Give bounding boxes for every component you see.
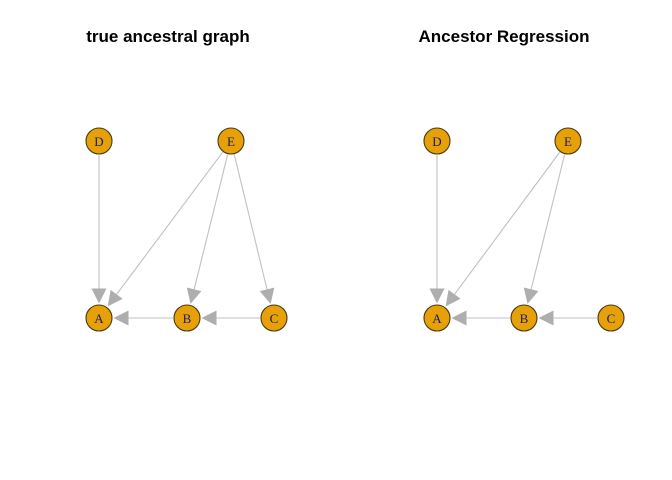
arrow-head-E-A	[445, 289, 461, 307]
arrow-head-E-B	[523, 287, 539, 304]
node-C[interactable]: C	[597, 304, 625, 332]
edge-E-to-C	[233, 154, 275, 304]
arrow-head-B-A	[113, 310, 129, 326]
node-circle-B[interactable]	[173, 304, 201, 332]
edge-B-to-A	[113, 310, 173, 326]
edge-C-to-B	[538, 310, 597, 326]
node-circle-D[interactable]	[85, 127, 113, 155]
arrow-head-E-A	[107, 289, 123, 307]
edge-E-to-A	[107, 151, 224, 307]
node-A[interactable]: A	[423, 304, 451, 332]
arrow-head-C-B	[538, 310, 554, 326]
edge-B-to-A	[451, 310, 510, 326]
panel-ancestor-regression: Ancestor Regression D E A B C	[336, 0, 672, 480]
graph-canvas-right: D E A B C	[423, 127, 625, 332]
node-D[interactable]: D	[85, 127, 113, 155]
node-B[interactable]: B	[510, 304, 538, 332]
edge-D-to-A	[91, 155, 107, 304]
node-circle-C[interactable]	[260, 304, 288, 332]
edge-E-to-B	[523, 154, 566, 304]
panel-title-left: true ancestral graph	[86, 27, 250, 46]
node-B[interactable]: B	[173, 304, 201, 332]
node-A[interactable]: A	[85, 304, 113, 332]
arrow-head-C-B	[201, 310, 217, 326]
node-C[interactable]: C	[260, 304, 288, 332]
edge-D-to-A	[429, 155, 445, 304]
graph-canvas-left: D E A B C	[85, 127, 288, 332]
node-circle-A[interactable]	[423, 304, 451, 332]
arrow-head-D-A	[91, 288, 107, 304]
panel-true-ancestral-graph: true ancestral graph D E A B C	[85, 27, 288, 332]
edge-E-to-B	[186, 154, 229, 304]
arrow-head-E-B	[186, 287, 202, 304]
node-circle-D[interactable]	[423, 127, 451, 155]
panel-title-right: Ancestor Regression	[418, 27, 590, 46]
edge-E-to-A	[445, 151, 561, 307]
node-circle-E[interactable]	[217, 127, 245, 155]
arrow-head-D-A	[429, 288, 445, 304]
arrow-head-E-C	[259, 287, 275, 304]
edge-C-to-B	[201, 310, 260, 326]
node-circle-A[interactable]	[85, 304, 113, 332]
edge-line-E-A	[116, 151, 224, 295]
edge-line-E-B	[530, 154, 566, 290]
node-circle-E[interactable]	[554, 127, 582, 155]
edge-line-E-A	[454, 151, 561, 295]
arrow-head-B-A	[451, 310, 467, 326]
node-circle-C[interactable]	[597, 304, 625, 332]
node-D[interactable]: D	[423, 127, 451, 155]
node-E[interactable]: E	[554, 127, 582, 155]
edge-line-E-C	[233, 154, 268, 290]
edge-line-E-B	[193, 154, 229, 290]
node-circle-B[interactable]	[510, 304, 538, 332]
node-E[interactable]: E	[217, 127, 245, 155]
